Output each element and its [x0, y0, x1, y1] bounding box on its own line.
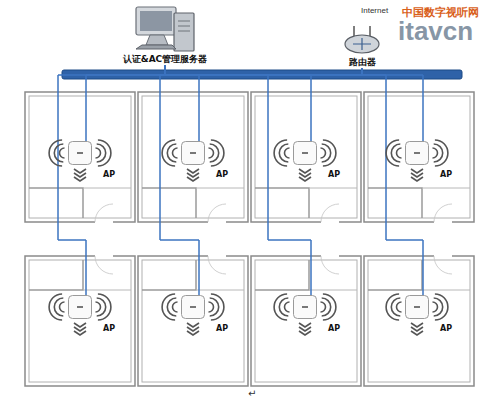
network-cable	[165, 65, 423, 141]
device-label: 认证&AC管理服务器	[123, 54, 207, 65]
room-outline	[364, 254, 474, 386]
ap-label: AP	[103, 324, 115, 333]
device-label: 路由器	[349, 57, 376, 68]
network-cable	[165, 65, 311, 295]
ap-label: AP	[328, 170, 340, 179]
network-cable	[165, 65, 423, 295]
room-outline	[25, 92, 135, 224]
network-cable	[58, 68, 362, 295]
access-point: AP	[181, 295, 205, 319]
ap-icon	[293, 295, 317, 319]
network-cable	[58, 65, 165, 295]
network-cable	[362, 68, 423, 141]
ap-label: AP	[328, 324, 340, 333]
ap-label: AP	[440, 324, 452, 333]
network-cable	[199, 68, 362, 141]
access-point: AP	[68, 295, 92, 319]
ap-icon	[181, 141, 205, 165]
ap-icon	[68, 141, 92, 165]
network-cable	[311, 68, 362, 141]
ap-label: AP	[440, 170, 452, 179]
ap-label: AP	[103, 170, 115, 179]
paragraph-mark: ↵	[248, 388, 256, 399]
router-icon	[342, 22, 382, 56]
server-computer: 认证&AC管理服务器	[123, 3, 207, 65]
ap-label: AP	[216, 170, 228, 179]
network-cable	[165, 65, 199, 141]
access-point: AP	[405, 295, 429, 319]
access-point: AP	[68, 141, 92, 165]
room-outline	[138, 254, 248, 386]
network-cable	[160, 65, 199, 295]
network-cable	[268, 68, 362, 295]
access-point: AP	[181, 141, 205, 165]
network-cable	[86, 68, 362, 141]
ap-icon	[181, 295, 205, 319]
watermark: itavcn	[398, 16, 473, 47]
router-device: 路由器	[342, 22, 382, 68]
ap-icon	[68, 295, 92, 319]
network-cable	[362, 68, 423, 295]
network-cable	[86, 65, 165, 141]
room-outline	[138, 92, 248, 224]
network-cable	[165, 65, 311, 141]
ap-icon	[405, 141, 429, 165]
room-outline	[251, 254, 361, 386]
room-outline	[364, 92, 474, 224]
room-outline	[25, 254, 135, 386]
computer-icon	[132, 3, 198, 53]
access-point: AP	[293, 295, 317, 319]
network-cable	[160, 68, 362, 295]
access-point: AP	[293, 141, 317, 165]
ap-label: AP	[216, 324, 228, 333]
internet-label: Internet	[361, 6, 388, 15]
ap-icon	[405, 295, 429, 319]
access-point: AP	[405, 141, 429, 165]
ap-icon	[293, 141, 317, 165]
